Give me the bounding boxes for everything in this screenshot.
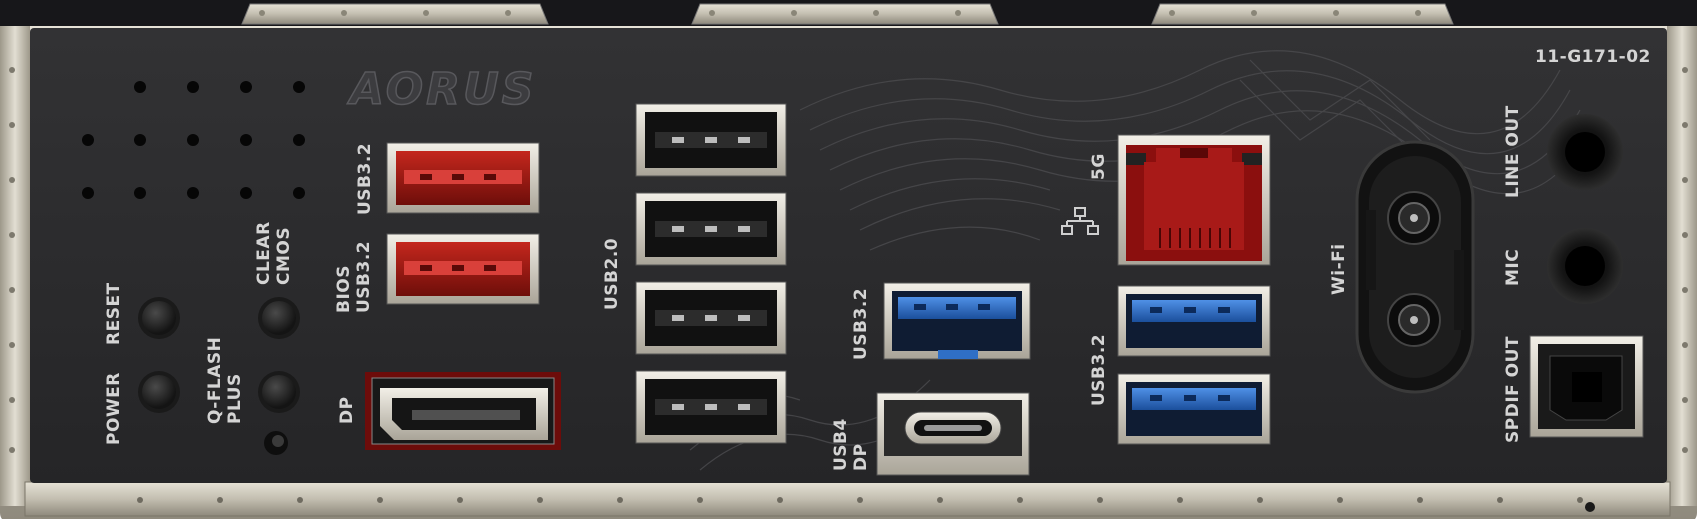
usb32-red-port-top[interactable] bbox=[386, 142, 540, 214]
flange-dimples bbox=[9, 67, 1688, 453]
usb4-type-c-port[interactable] bbox=[876, 392, 1030, 476]
clear-cmos-label-line1: CLEAR bbox=[254, 221, 274, 285]
line-out-jack[interactable] bbox=[1547, 114, 1623, 190]
left-flange bbox=[0, 26, 30, 506]
reset-button[interactable] bbox=[138, 297, 180, 339]
lan-speed-label: 5G bbox=[1089, 153, 1109, 180]
usb32-blue-port-right-1[interactable] bbox=[1117, 285, 1271, 357]
spdif-out-label: SPDIF OUT bbox=[1503, 336, 1523, 443]
usb20-port-3[interactable] bbox=[635, 281, 787, 355]
usb20-label: USB2.0 bbox=[602, 238, 622, 310]
usb32-blue-port-center[interactable] bbox=[883, 282, 1031, 360]
bios-label-line2: USB3.2 bbox=[354, 241, 374, 313]
usb4-label-line1: USB4 bbox=[831, 418, 851, 471]
usb20-port-4[interactable] bbox=[635, 370, 787, 444]
part-number: 11-G171-02 bbox=[1535, 47, 1651, 67]
usb20-port-2[interactable] bbox=[635, 192, 787, 266]
wifi-antenna-connector-1[interactable] bbox=[1387, 191, 1441, 245]
mic-jack[interactable] bbox=[1547, 228, 1623, 304]
usb32-top-label: USB3.2 bbox=[355, 143, 375, 215]
usb32-red-port-bios[interactable] bbox=[386, 233, 540, 305]
line-out-label: LINE OUT bbox=[1503, 105, 1523, 198]
network-icon bbox=[1061, 207, 1099, 235]
usb32-blue-label: USB3.2 bbox=[851, 288, 871, 360]
usb32-right-label: USB3.2 bbox=[1089, 334, 1109, 406]
bottom-strip bbox=[24, 481, 1671, 517]
power-label: POWER bbox=[104, 372, 124, 445]
lan-port[interactable] bbox=[1117, 134, 1271, 266]
wifi-label: Wi-Fi bbox=[1329, 243, 1349, 295]
qflash-label-line2: PLUS bbox=[225, 373, 245, 424]
top-tabs bbox=[241, 3, 1454, 25]
displayport-port[interactable] bbox=[365, 372, 561, 450]
wifi-antenna-connector-2[interactable] bbox=[1387, 293, 1441, 347]
wifi-antenna-module bbox=[1355, 140, 1475, 394]
reset-label: RESET bbox=[104, 282, 124, 345]
usb20-port-1[interactable] bbox=[635, 103, 787, 177]
spdif-out-port[interactable] bbox=[1529, 335, 1644, 438]
mic-label: MIC bbox=[1503, 249, 1523, 286]
vent-holes bbox=[82, 81, 305, 199]
clear-cmos-label-line2: CMOS bbox=[274, 227, 294, 285]
brand-logo: AORUS bbox=[347, 64, 536, 115]
top-tab-rivets bbox=[259, 10, 1421, 16]
usb32-blue-port-right-2[interactable] bbox=[1117, 373, 1271, 445]
clear-cmos-button[interactable] bbox=[258, 297, 300, 339]
bios-label-line1: BIOS bbox=[334, 265, 354, 313]
right-flange bbox=[1667, 26, 1697, 506]
dp-label: DP bbox=[337, 396, 357, 424]
corner-hole bbox=[1585, 502, 1595, 512]
qflash-led bbox=[264, 431, 288, 455]
power-button[interactable] bbox=[138, 371, 180, 413]
bottom-rivets bbox=[137, 497, 1583, 503]
qflash-button[interactable] bbox=[258, 371, 300, 413]
qflash-label-line1: Q-FLASH bbox=[205, 337, 225, 424]
usb4-label-line2: DP bbox=[851, 443, 871, 471]
